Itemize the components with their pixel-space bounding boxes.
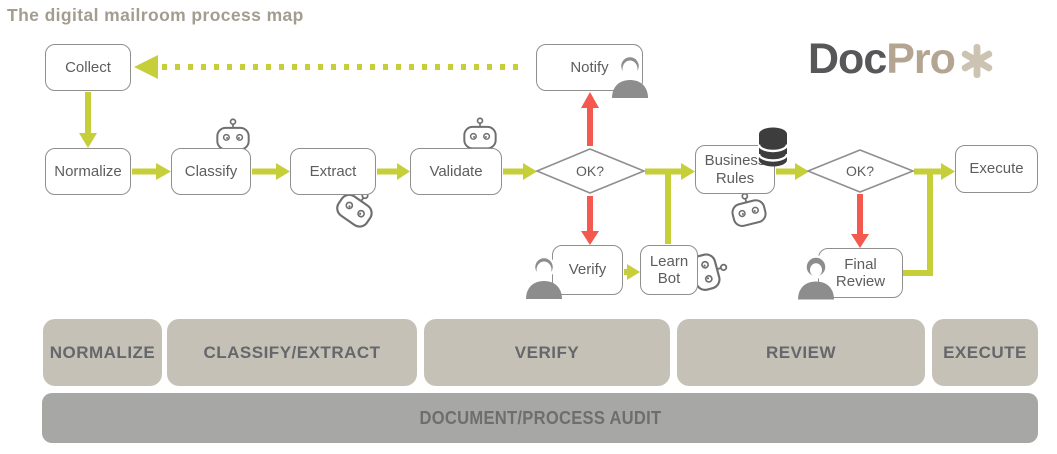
node-collect: Collect xyxy=(45,44,131,91)
lane-classify-extract: CLASSIFY/EXTRACT xyxy=(167,319,417,386)
lane-normalize: NORMALIZE xyxy=(43,319,162,386)
decision2-label: OK? xyxy=(845,163,874,179)
connector-decision1-to-business-rules xyxy=(645,163,695,180)
robot-icon xyxy=(463,117,497,150)
connector-final-review-to-execute-line xyxy=(903,169,933,276)
person-female-icon xyxy=(796,255,836,300)
page-title: The digital mailroom process map xyxy=(7,5,304,25)
lane-execute: EXECUTE xyxy=(932,319,1038,386)
lane-verify: VERIFY xyxy=(424,319,670,386)
audit-bar: DOCUMENT/PROCESS AUDIT xyxy=(42,393,1038,443)
logo-text-doc: Doc xyxy=(808,35,887,83)
node-execute: Execute xyxy=(955,145,1038,193)
robot-icon xyxy=(216,118,250,151)
person-icon xyxy=(524,255,564,299)
connector-classify-to-extract xyxy=(252,163,290,180)
connector-decision2-to-execute xyxy=(914,163,955,180)
connector-validate-to-decision1 xyxy=(503,163,537,180)
database-icon xyxy=(757,126,789,168)
connector-decision1-to-notify xyxy=(581,92,599,146)
person-icon xyxy=(610,54,650,98)
node-normalize: Normalize xyxy=(45,148,131,195)
node-validate: Validate xyxy=(410,148,502,195)
connector-decision2-to-final-review xyxy=(851,194,869,248)
node-classify: Classify xyxy=(171,148,251,195)
asterisk-icon xyxy=(961,43,993,78)
node-final-review: Final Review xyxy=(818,248,903,298)
decision2-diamond xyxy=(805,149,916,193)
connector-business-rules-to-decision2 xyxy=(776,163,809,180)
connector-normalize-to-classify xyxy=(132,163,171,180)
logo-text-pro: Pro xyxy=(886,35,956,83)
connector-notify-to-collect-dotted xyxy=(134,55,522,79)
connector-extract-to-validate xyxy=(377,163,410,180)
decision1-label: OK? xyxy=(575,163,604,179)
connector-verify-to-learn-bot xyxy=(624,264,640,280)
connector-decision1-to-verify xyxy=(581,196,599,245)
node-learn-bot: Learn Bot xyxy=(640,245,698,295)
decision1-diamond xyxy=(534,148,647,194)
lane-review: REVIEW xyxy=(677,319,925,386)
connector-collect-to-normalize xyxy=(79,92,97,148)
node-extract: Extract xyxy=(290,148,376,195)
audit-bar-label: DOCUMENT/PROCESS AUDIT xyxy=(419,407,661,428)
node-verify: Verify xyxy=(552,245,623,295)
